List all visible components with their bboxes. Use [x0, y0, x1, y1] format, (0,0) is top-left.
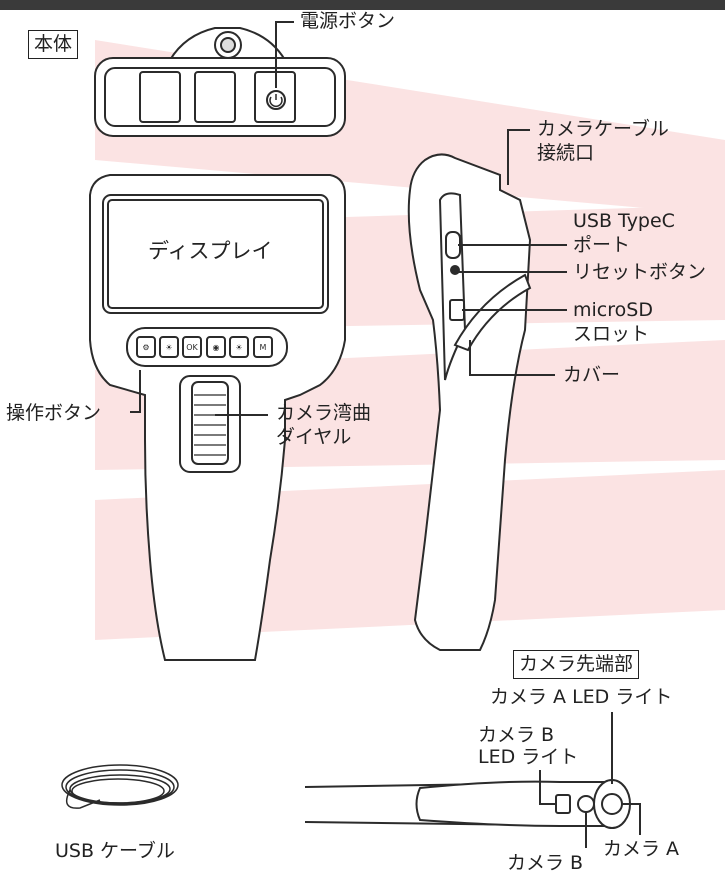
camera-icon: ◉	[213, 343, 220, 352]
usb-cable-drawing	[61, 764, 179, 809]
operation-buttons-label: 操作ボタン	[6, 402, 102, 424]
sd-slot-label-1: microSD	[573, 299, 653, 321]
camera-tip	[304, 779, 631, 829]
reset-button-label: リセットボタン	[573, 261, 707, 283]
leader-lines	[130, 21, 641, 848]
bend-dial-label-2: ダイヤル	[276, 426, 352, 448]
brightness-icon: ☀	[165, 343, 172, 352]
top-bar	[0, 0, 725, 10]
cable-port-label-1: カメラケーブル	[537, 118, 669, 140]
cable-port-label-2: 接続口	[537, 142, 595, 164]
power-button-label: 電源ボタン	[300, 10, 396, 32]
section-main-label: 本体	[28, 30, 79, 59]
camera-a-led-label: カメラ A LED ライト	[490, 686, 673, 708]
light-icon: ☀	[235, 343, 242, 352]
settings-icon: ⚙	[142, 343, 149, 352]
camera-b-label: カメラ B	[507, 852, 584, 874]
usb-port-label-2: ポート	[573, 234, 631, 256]
section-tip-label: カメラ先端部	[513, 650, 640, 679]
usb-port-label-1: USB TypeC	[573, 210, 675, 232]
camera-b-led-label-1: カメラ B	[478, 724, 555, 746]
mode-icon: M	[260, 343, 267, 352]
display-label: ディスプレイ	[148, 239, 273, 263]
bend-dial-label-1: カメラ湾曲	[276, 402, 372, 424]
device-side-view	[407, 153, 532, 651]
ok-icon: OK	[186, 343, 198, 352]
button-icon-text: ⚙ ☀ OK ◉ ☀ M	[142, 343, 266, 352]
sd-slot-label-2: スロット	[573, 323, 650, 345]
camera-a-label: カメラ A	[603, 838, 680, 860]
camera-b-led-label-2: LED ライト	[478, 746, 579, 768]
cover-label: カバー	[563, 364, 621, 386]
device-front-view	[89, 174, 346, 661]
device-top-view	[94, 27, 346, 137]
usb-cable-label: USB ケーブル	[55, 840, 175, 862]
